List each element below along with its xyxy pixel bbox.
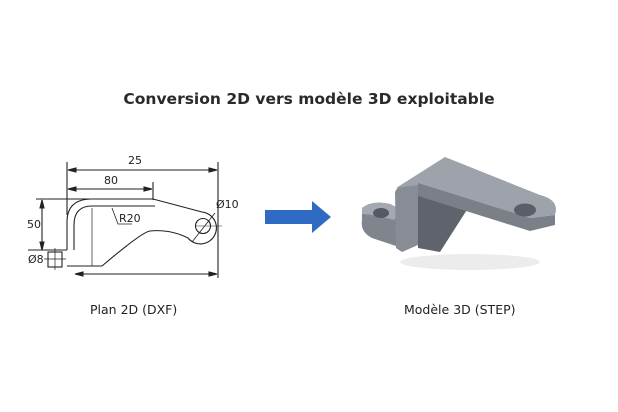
dim-hole-diameter: Ø10 [216,198,239,211]
arrow-right-icon [265,201,331,233]
caption-2d-plan: Plan 2D (DXF) [90,302,178,317]
model-3d [361,157,556,270]
drawing-2d [28,162,222,278]
caption-3d-model: Modèle 3D (STEP) [404,302,516,317]
dim-height: 50 [27,218,41,231]
dim-pin-diameter: Ø8 [28,253,44,266]
dim-overall-length: 25 [128,154,142,167]
dim-bend-radius: R20 [119,212,141,225]
dim-top-length: 80 [104,174,118,187]
page-title: Conversion 2D vers modèle 3D exploitable [123,90,495,108]
